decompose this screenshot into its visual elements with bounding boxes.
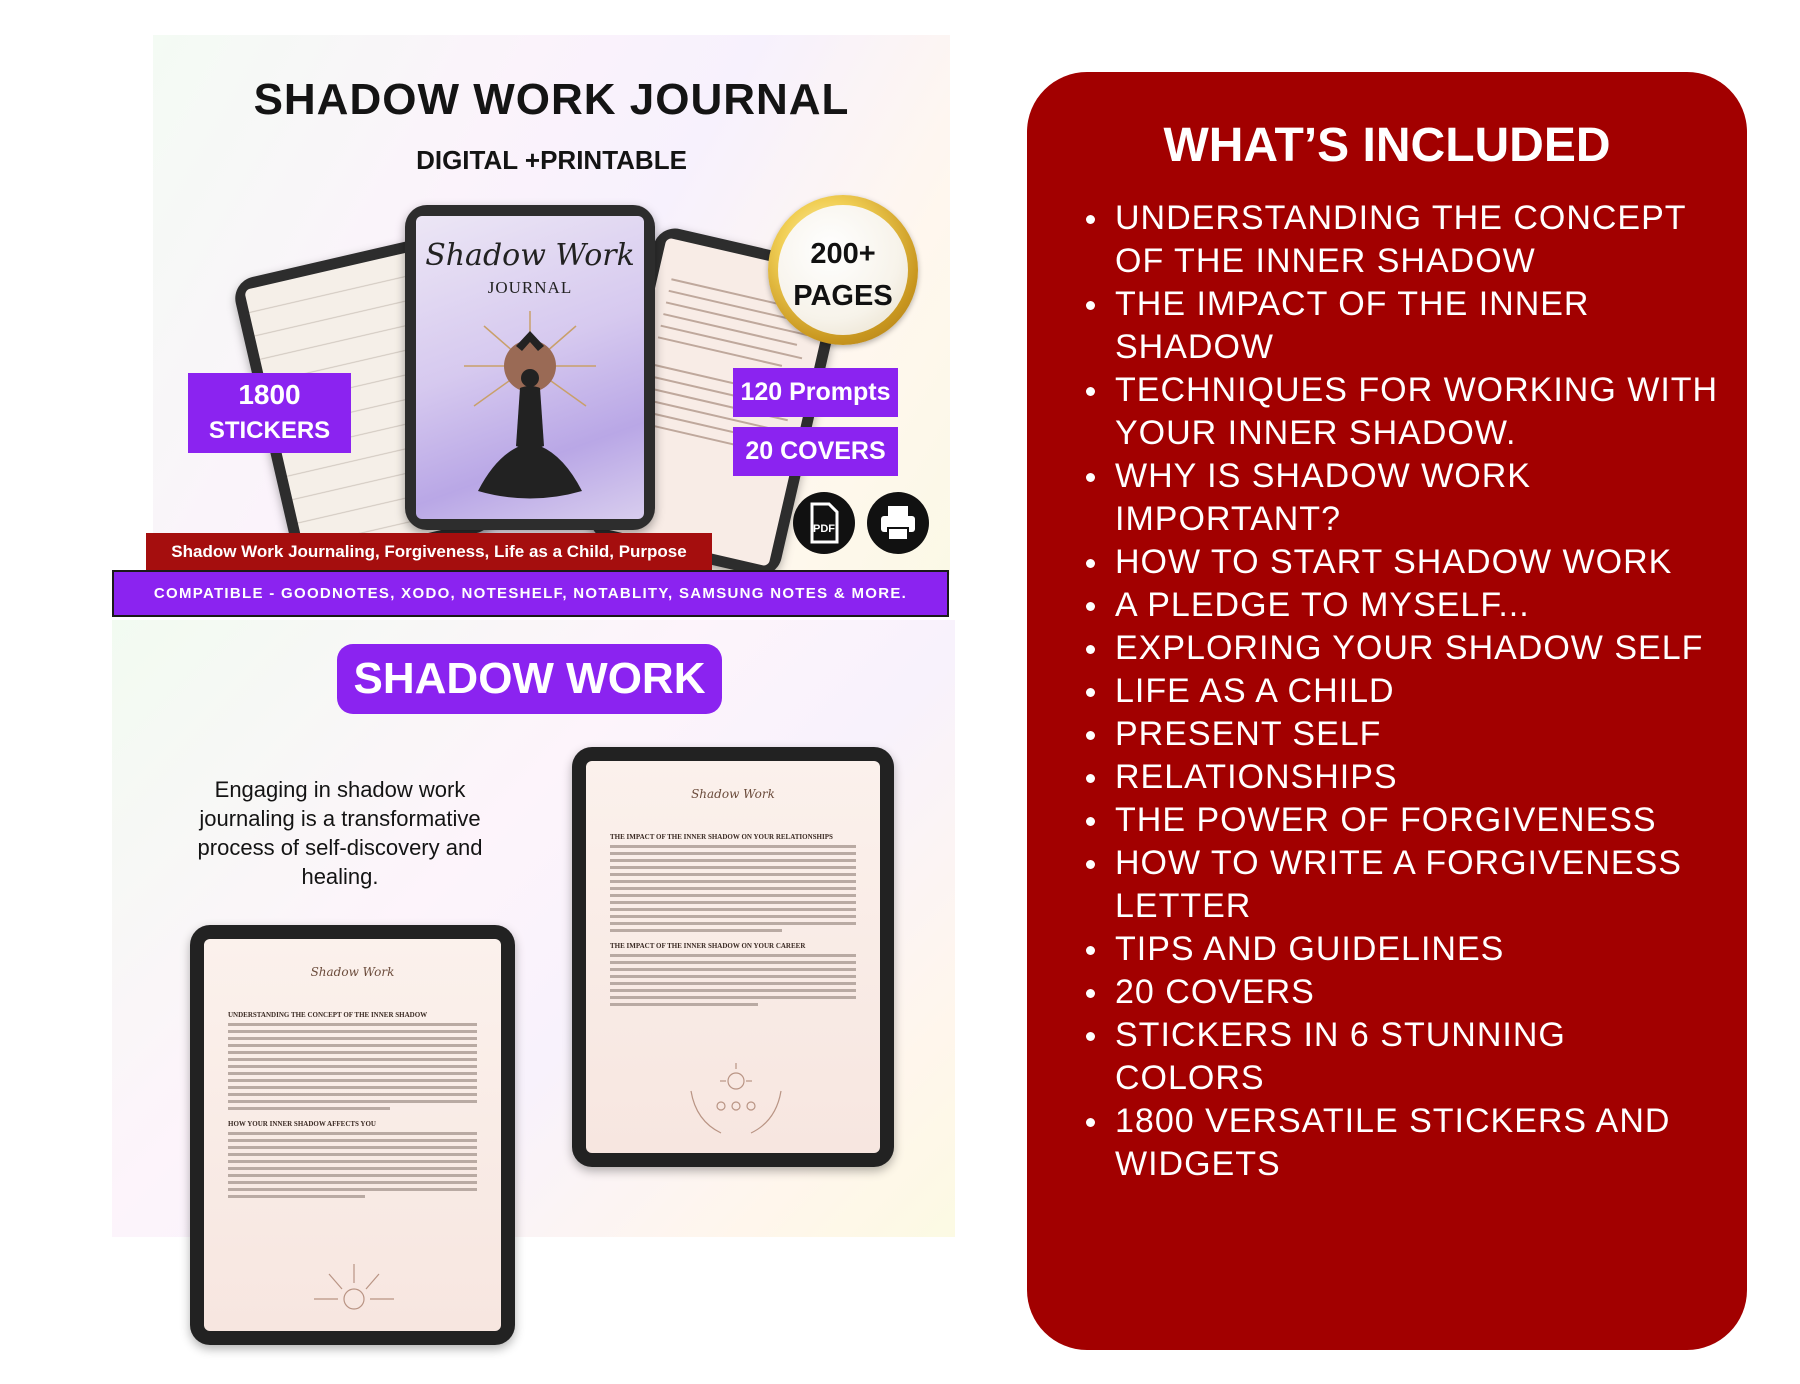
- included-item: TECHNIQUES FOR WORKING WITH YOUR INNER S…: [1082, 369, 1722, 455]
- pages-badge-text: 200+ PAGES: [778, 233, 908, 317]
- preview-heading: SHADOW WORK: [337, 644, 722, 714]
- included-item: A PLEDGE TO MYSELF...: [1082, 584, 1722, 627]
- pdf-icon: PDF: [793, 492, 855, 554]
- printer-icon: [867, 492, 929, 554]
- included-item: STICKERS IN 6 STUNNING COLORS: [1082, 1014, 1722, 1100]
- included-item: THE POWER OF FORGIVENESS: [1082, 799, 1722, 842]
- cover-subtitle: JOURNAL: [487, 278, 573, 297]
- included-item: 20 COVERS: [1082, 971, 1722, 1014]
- stickers-badge: 1800 STICKERS: [188, 373, 351, 453]
- included-item: HOW TO START SHADOW WORK: [1082, 541, 1722, 584]
- compatibility-banner: COMPATIBLE - GOODNOTES, XODO, NOTESHELF,…: [112, 570, 949, 617]
- meditation-figure-icon: [464, 311, 596, 499]
- center-tablet-cover: Shadow Work JOURNAL: [405, 205, 655, 530]
- intro-text: Engaging in shadow work journaling is a …: [197, 777, 483, 889]
- prompts-badge: 120 Prompts: [733, 368, 898, 417]
- hands-moon-icon: [690, 1063, 782, 1134]
- cover-script-title: Shadow Work: [425, 238, 635, 273]
- included-item: HOW TO WRITE A FORGIVENESS LETTER: [1082, 842, 1722, 928]
- included-item: TIPS AND GUIDELINES: [1082, 928, 1722, 971]
- product-subtitle: DIGITAL +PRINTABLE: [416, 145, 687, 175]
- pages-badge-inner: 200+ PAGES: [778, 205, 908, 335]
- pdf-icon-label: PDF: [813, 523, 835, 535]
- sun-rays-icon: [314, 1264, 394, 1310]
- page-script-title: Shadow Work: [310, 965, 395, 979]
- page-script-title: Shadow Work: [691, 787, 775, 801]
- sample-page-tablet-concept: Shadow Work UNDERSTANDING THE CONCEPT OF…: [190, 925, 515, 1345]
- sample-page: Shadow Work UNDERSTANDING THE CONCEPT OF…: [204, 939, 501, 1331]
- included-item: PRESENT SELF: [1082, 713, 1722, 756]
- included-item: UNDERSTANDING THE CONCEPT OF THE INNER S…: [1082, 197, 1722, 283]
- included-item: LIFE AS A CHILD: [1082, 670, 1722, 713]
- pages-count: 200+: [810, 238, 876, 270]
- page-section-heading: THE IMPACT OF THE INNER SHADOW ON YOUR R…: [610, 833, 833, 841]
- sample-page-tablet-relationships: Shadow Work THE IMPACT OF THE INNER SHAD…: [572, 747, 894, 1167]
- included-item: WHY IS SHADOW WORK IMPORTANT?: [1082, 455, 1722, 541]
- covers-badge: 20 COVERS: [733, 427, 898, 476]
- included-item: 1800 VERSATILE STICKERS AND WIDGETS: [1082, 1100, 1722, 1186]
- stickers-label: STICKERS: [208, 417, 331, 444]
- page-body: UNDERSTANDING THE CONCEPT OF THE INNER S…: [228, 1001, 477, 1202]
- page-section-heading: HOW YOUR INNER SHADOW AFFECTS YOU: [228, 1120, 376, 1128]
- pages-label: PAGES: [793, 280, 893, 312]
- product-title: SHADOW WORK JOURNAL: [253, 75, 850, 124]
- journal-cover: Shadow Work JOURNAL: [416, 216, 644, 519]
- page-section-heading: UNDERSTANDING THE CONCEPT OF THE INNER S…: [228, 1011, 428, 1019]
- topics-banner: Shadow Work Journaling, Forgiveness, Lif…: [146, 533, 712, 571]
- whats-included-title: WHAT’S INCLUDED: [1163, 119, 1611, 172]
- included-item: RELATIONSHIPS: [1082, 756, 1722, 799]
- included-item: THE IMPACT OF THE INNER SHADOW: [1082, 283, 1722, 369]
- pages-badge: 200+ PAGES: [768, 195, 918, 345]
- stickers-count: 1800: [238, 379, 301, 410]
- sample-page: Shadow Work THE IMPACT OF THE INNER SHAD…: [586, 761, 880, 1153]
- page-section-heading: THE IMPACT OF THE INNER SHADOW ON YOUR C…: [610, 942, 806, 950]
- whats-included-panel: [1027, 72, 1747, 1350]
- page-body: THE IMPACT OF THE INNER SHADOW ON YOUR R…: [610, 823, 856, 1010]
- included-item: EXPLORING YOUR SHADOW SELF: [1082, 627, 1722, 670]
- whats-included-list: UNDERSTANDING THE CONCEPT OF THE INNER S…: [1082, 197, 1722, 1186]
